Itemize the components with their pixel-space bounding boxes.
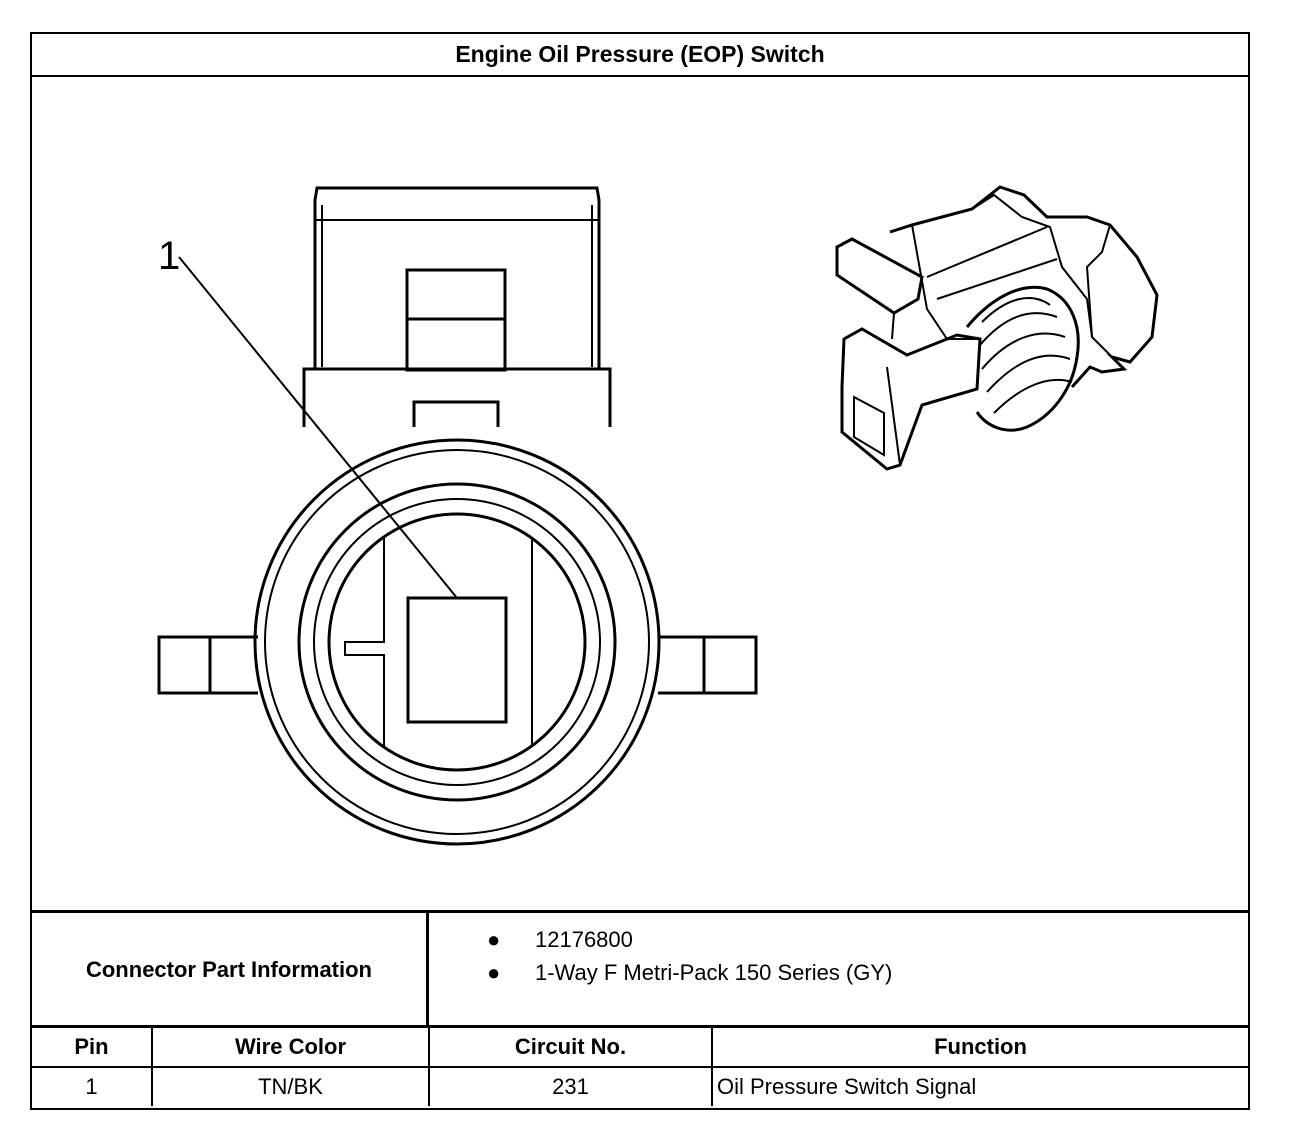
bullet-icon: ● [487,927,501,952]
connector-figure: 1 [32,77,1248,911]
connector-sheet: Engine Oil Pressure (EOP) Switch [30,32,1250,1110]
connector-part-info: Connector Part Information ● 12176800 ● … [32,910,1248,1026]
header-wire-color: Wire Color [151,1025,430,1068]
connector-front-view [157,186,758,846]
cell-circuit: 231 [428,1066,713,1106]
pin-table-header-row: Pin Wire Color Circuit No. Function [32,1025,1248,1068]
table-row: 1 TN/BK 231 Oil Pressure Switch Signal [32,1066,1248,1106]
header-pin: Pin [32,1025,153,1068]
connector-isometric-view [835,185,1159,471]
part-info-text: 1-Way F Metri-Pack 150 Series (GY) [535,960,893,985]
header-circuit: Circuit No. [428,1025,713,1068]
callout-label: 1 [158,234,180,278]
part-info-text: 12176800 [535,927,633,952]
cell-wire-color: TN/BK [151,1066,430,1106]
cell-pin: 1 [32,1066,153,1106]
header-function: Function [711,1025,1248,1068]
connector-part-info-label: Connector Part Information [32,913,429,1026]
pin-table: Pin Wire Color Circuit No. Function 1 TN… [32,1025,1248,1106]
sheet-title: Engine Oil Pressure (EOP) Switch [32,34,1248,77]
connector-part-info-list: ● 12176800 ● 1-Way F Metri-Pack 150 Seri… [429,913,1248,1026]
cell-function: Oil Pressure Switch Signal [711,1066,1248,1106]
bullet-icon: ● [487,960,501,985]
connector-drawing: 1 [157,185,1159,846]
